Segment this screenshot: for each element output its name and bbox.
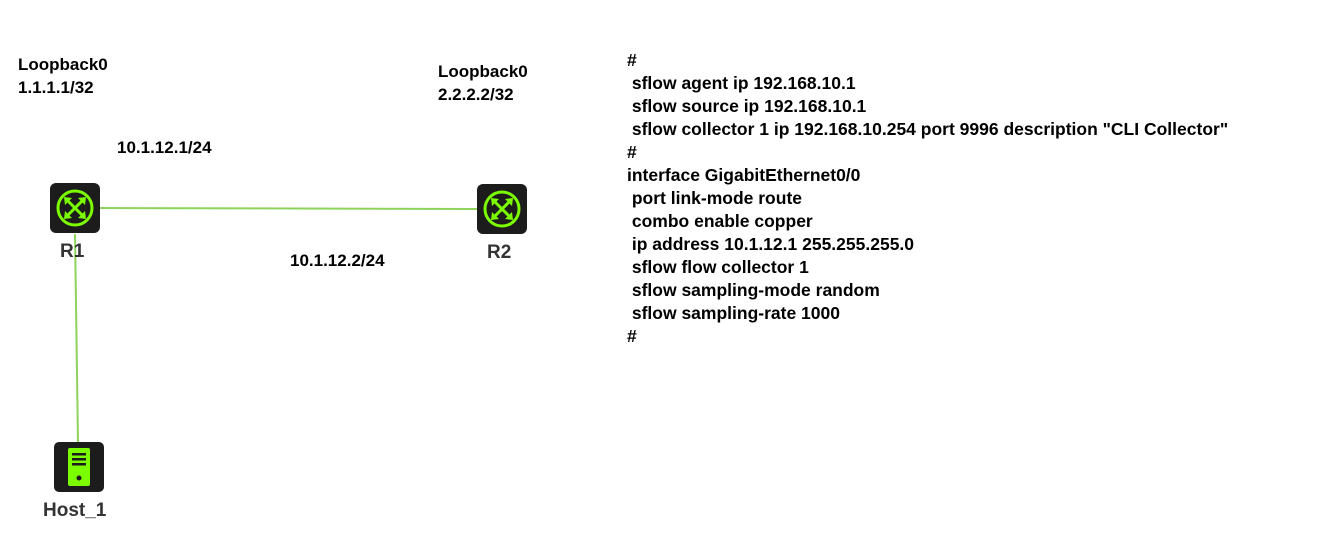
config-line: interface GigabitEthernet0/0 bbox=[627, 165, 861, 185]
host1-server-icon[interactable] bbox=[54, 442, 104, 492]
config-line: sflow collector 1 ip 192.168.10.254 port… bbox=[627, 119, 1229, 139]
server-icon bbox=[68, 448, 90, 486]
r1-interface-ip: 10.1.12.1/24 bbox=[117, 138, 212, 157]
r1-loopback-ip: 1.1.1.1/32 bbox=[18, 78, 94, 97]
config-line: combo enable copper bbox=[627, 211, 813, 231]
config-line: port link-mode route bbox=[627, 188, 802, 208]
link-r1-r2 bbox=[99, 207, 479, 210]
r2-label: R2 bbox=[487, 242, 512, 263]
config-line: sflow sampling-mode random bbox=[627, 280, 880, 300]
link-r1-host1 bbox=[74, 233, 79, 444]
config-line: # bbox=[627, 50, 637, 70]
config-text-block: # sflow agent ip 192.168.10.1 sflow sour… bbox=[627, 49, 1228, 348]
config-line: # bbox=[627, 326, 637, 346]
r2-loopback-ip: 2.2.2.2/32 bbox=[438, 85, 514, 104]
config-line: sflow sampling-rate 1000 bbox=[627, 303, 840, 323]
r1-label: R1 bbox=[60, 241, 85, 262]
config-line: # bbox=[627, 142, 637, 162]
router-icon bbox=[56, 189, 94, 227]
config-line: sflow agent ip 192.168.10.1 bbox=[627, 73, 856, 93]
config-line: sflow source ip 192.168.10.1 bbox=[627, 96, 867, 116]
r2-router-icon[interactable] bbox=[477, 184, 527, 234]
host1-label: Host_1 bbox=[43, 500, 107, 521]
r2-loopback-name: Loopback0 bbox=[438, 62, 528, 81]
config-line: sflow flow collector 1 bbox=[627, 257, 809, 277]
r1-loopback-name: Loopback0 bbox=[18, 55, 108, 74]
r2-interface-ip: 10.1.12.2/24 bbox=[290, 251, 385, 270]
router-icon bbox=[483, 190, 521, 228]
r1-router-icon[interactable] bbox=[50, 183, 100, 233]
config-line: ip address 10.1.12.1 255.255.255.0 bbox=[627, 234, 915, 254]
